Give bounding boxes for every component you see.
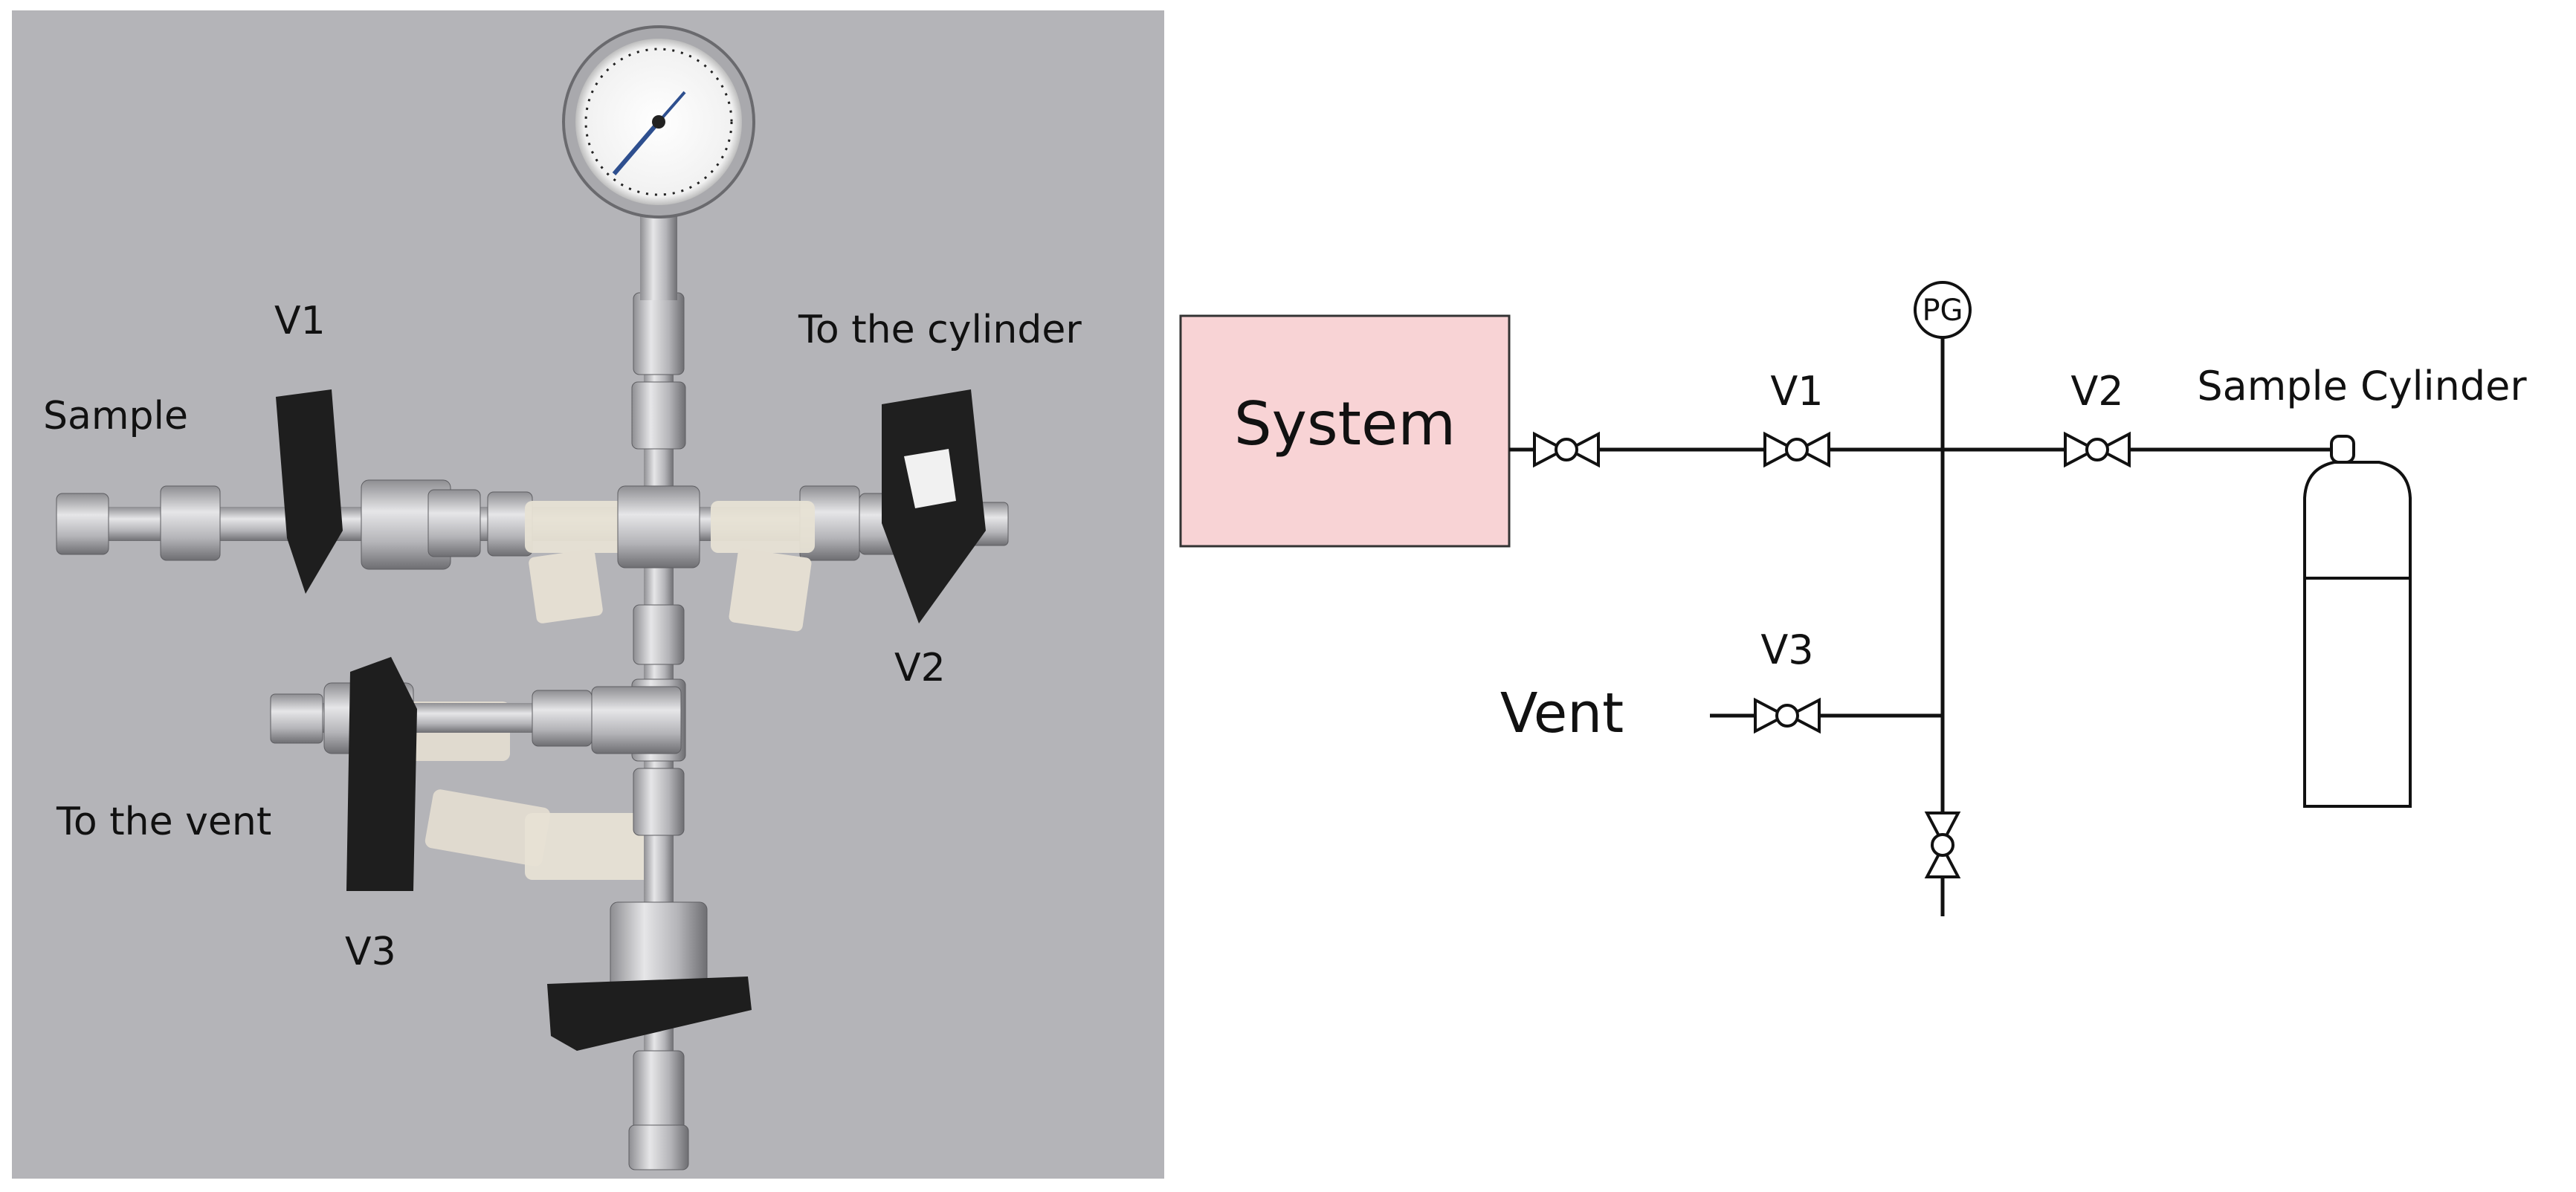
photo-label-v1: V1 <box>274 299 326 343</box>
photo-label-v3: V3 <box>345 930 396 974</box>
photo-label-to-cylinder: To the cylinder <box>798 308 1082 352</box>
schematic-label-v3: V3 <box>1760 626 1813 673</box>
v3-handle <box>346 657 417 891</box>
system-box <box>1179 314 1511 548</box>
schematic-label-v2: V2 <box>2070 368 2123 415</box>
v2-handle <box>882 389 986 623</box>
v1-handle <box>276 389 343 594</box>
manifold-schematic: System PG V1 V2 V3 Vent Sample Cylinder <box>1179 281 2527 916</box>
pressure-gauge-photo <box>562 25 755 300</box>
pressure-gauge-symbol <box>1914 281 1972 339</box>
pressure-gauge-label: PG <box>1922 294 1963 328</box>
manifold-photo-drawing <box>12 10 1164 1179</box>
sample-cylinder-symbol <box>2303 435 2412 808</box>
schematic-label-sample-cylinder: Sample Cylinder <box>2197 363 2527 409</box>
v2-valve-symbol <box>2064 431 2131 468</box>
system-label: System <box>1234 389 1456 459</box>
cross-fitting <box>617 485 700 569</box>
v2-handle-tape <box>904 449 956 508</box>
v3-valve-symbol <box>1754 697 1821 734</box>
manifold-photo: V1 Sample To the cylinder V2 To the vent… <box>12 10 1164 1179</box>
schematic-label-vent: Vent <box>1500 681 1624 745</box>
inlet-valve-symbol <box>1533 431 1600 468</box>
photo-label-sample: Sample <box>43 394 188 438</box>
schematic-label-v1: V1 <box>1770 368 1823 415</box>
photo-label-v2: V2 <box>894 646 946 690</box>
tape-labels <box>384 501 815 880</box>
photo-label-to-vent: To the vent <box>57 800 272 844</box>
bottom-valve-symbol <box>1924 812 1961 878</box>
bottom-valve-handle <box>547 976 752 1051</box>
v1-valve-symbol <box>1763 431 1830 468</box>
